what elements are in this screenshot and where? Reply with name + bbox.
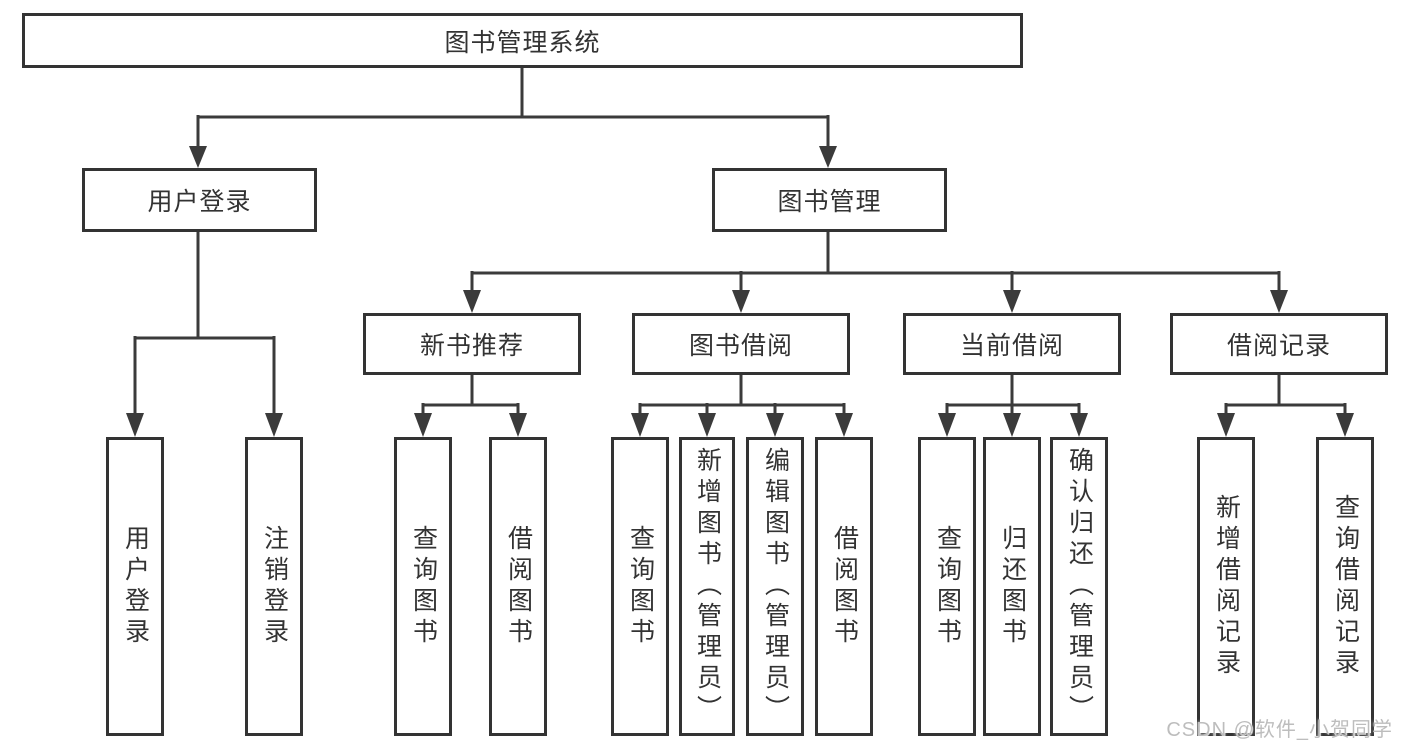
leaf-label: 查询图书 [409, 524, 438, 649]
leaf-query-books-newbook: 查询图书 [394, 437, 452, 736]
leaf-edit-book-admin: 编辑图书（管理员） [746, 437, 804, 736]
node-label: 用户登录 [147, 188, 252, 216]
leaf-label: 查询图书 [626, 524, 655, 649]
connector-userlogin-to-leaves [126, 232, 283, 437]
node-label: 图书管理 [777, 188, 882, 216]
node-label: 当前借阅 [959, 332, 1064, 360]
leaf-borrow-books-newbook: 借阅图书 [489, 437, 547, 736]
node-label: 图书管理系统 [444, 28, 601, 57]
connector-root-to-level2 [189, 68, 837, 168]
connector-borrowrecord-to-leaves [1217, 375, 1354, 437]
node-label: 新书推荐 [419, 332, 524, 360]
connector-bookmgmt-to-level3 [463, 232, 1288, 313]
node-new-book-recommend: 新书推荐 [363, 313, 581, 375]
node-label: 借阅记录 [1226, 332, 1331, 360]
leaf-borrow-books-borrow: 借阅图书 [815, 437, 873, 736]
node-current-borrowing: 当前借阅 [903, 313, 1121, 375]
leaf-label: 用户登录 [121, 524, 150, 649]
leaf-return-book: 归还图书 [983, 437, 1041, 736]
leaf-add-borrow-record: 新增借阅记录 [1197, 437, 1255, 736]
connector-newbook-to-leaves [414, 375, 527, 437]
leaf-label: 注销登录 [260, 524, 289, 649]
leaf-label: 查询图书 [933, 524, 962, 649]
node-label: 图书借阅 [688, 332, 793, 360]
node-borrowing-records: 借阅记录 [1170, 313, 1388, 375]
node-user-login: 用户登录 [82, 168, 317, 232]
leaf-logout: 注销登录 [245, 437, 303, 736]
leaf-query-books-borrow: 查询图书 [611, 437, 669, 736]
leaf-add-book-admin: 新增图书（管理员） [679, 437, 735, 736]
connector-currentborrow-to-leaves [938, 375, 1088, 437]
leaf-query-borrow-record: 查询借阅记录 [1316, 437, 1374, 736]
leaf-user-login: 用户登录 [106, 437, 164, 736]
leaf-label: 借阅图书 [504, 524, 533, 649]
leaf-confirm-return-admin: 确认归还（管理员） [1050, 437, 1108, 736]
leaf-label: 编辑图书（管理员） [761, 447, 790, 726]
csdn-watermark: CSDN @软件_小贺同学 [1166, 719, 1393, 741]
leaf-label: 新增借阅记录 [1212, 493, 1241, 680]
node-book-management: 图书管理 [712, 168, 947, 232]
leaf-label: 查询借阅记录 [1331, 493, 1360, 680]
node-book-borrowing: 图书借阅 [632, 313, 850, 375]
connector-bookborrow-to-leaves [631, 375, 853, 437]
leaf-label: 归还图书 [998, 524, 1027, 649]
node-root-library-system: 图书管理系统 [22, 13, 1023, 68]
leaf-query-books-current: 查询图书 [918, 437, 976, 736]
leaf-label: 借阅图书 [830, 524, 859, 649]
leaf-label: 确认归还（管理员） [1065, 447, 1094, 726]
leaf-label: 新增图书（管理员） [693, 447, 722, 726]
